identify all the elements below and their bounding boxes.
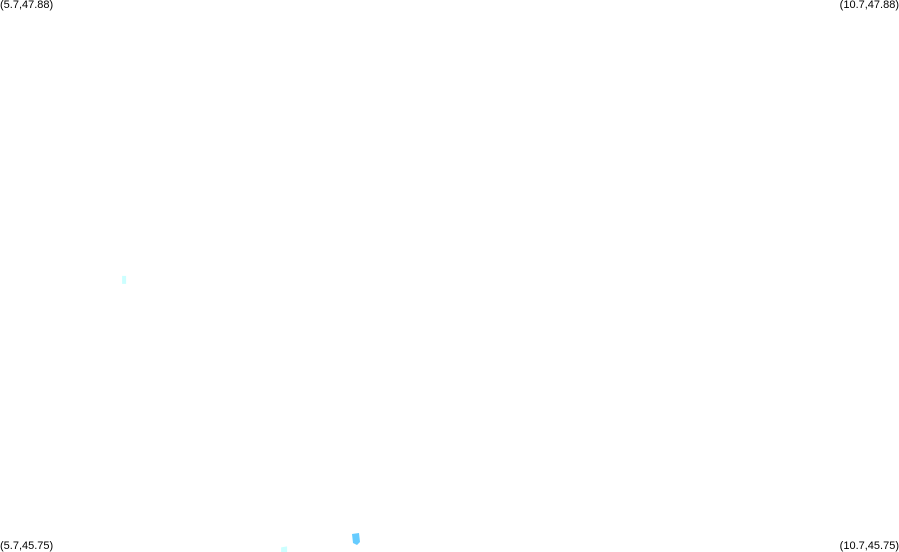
corner-label-top-left: (5.7,47.88) bbox=[0, 0, 54, 11]
corner-label-top-right: (10.7,47.88) bbox=[839, 0, 899, 11]
water-body-south-small bbox=[281, 546, 288, 552]
water-body-south-large bbox=[352, 533, 360, 545]
water-body-west bbox=[122, 275, 127, 284]
corner-label-bottom-left: (5.7,45.75) bbox=[0, 540, 54, 552]
corner-label-bottom-right: (10.7,45.75) bbox=[839, 540, 899, 552]
